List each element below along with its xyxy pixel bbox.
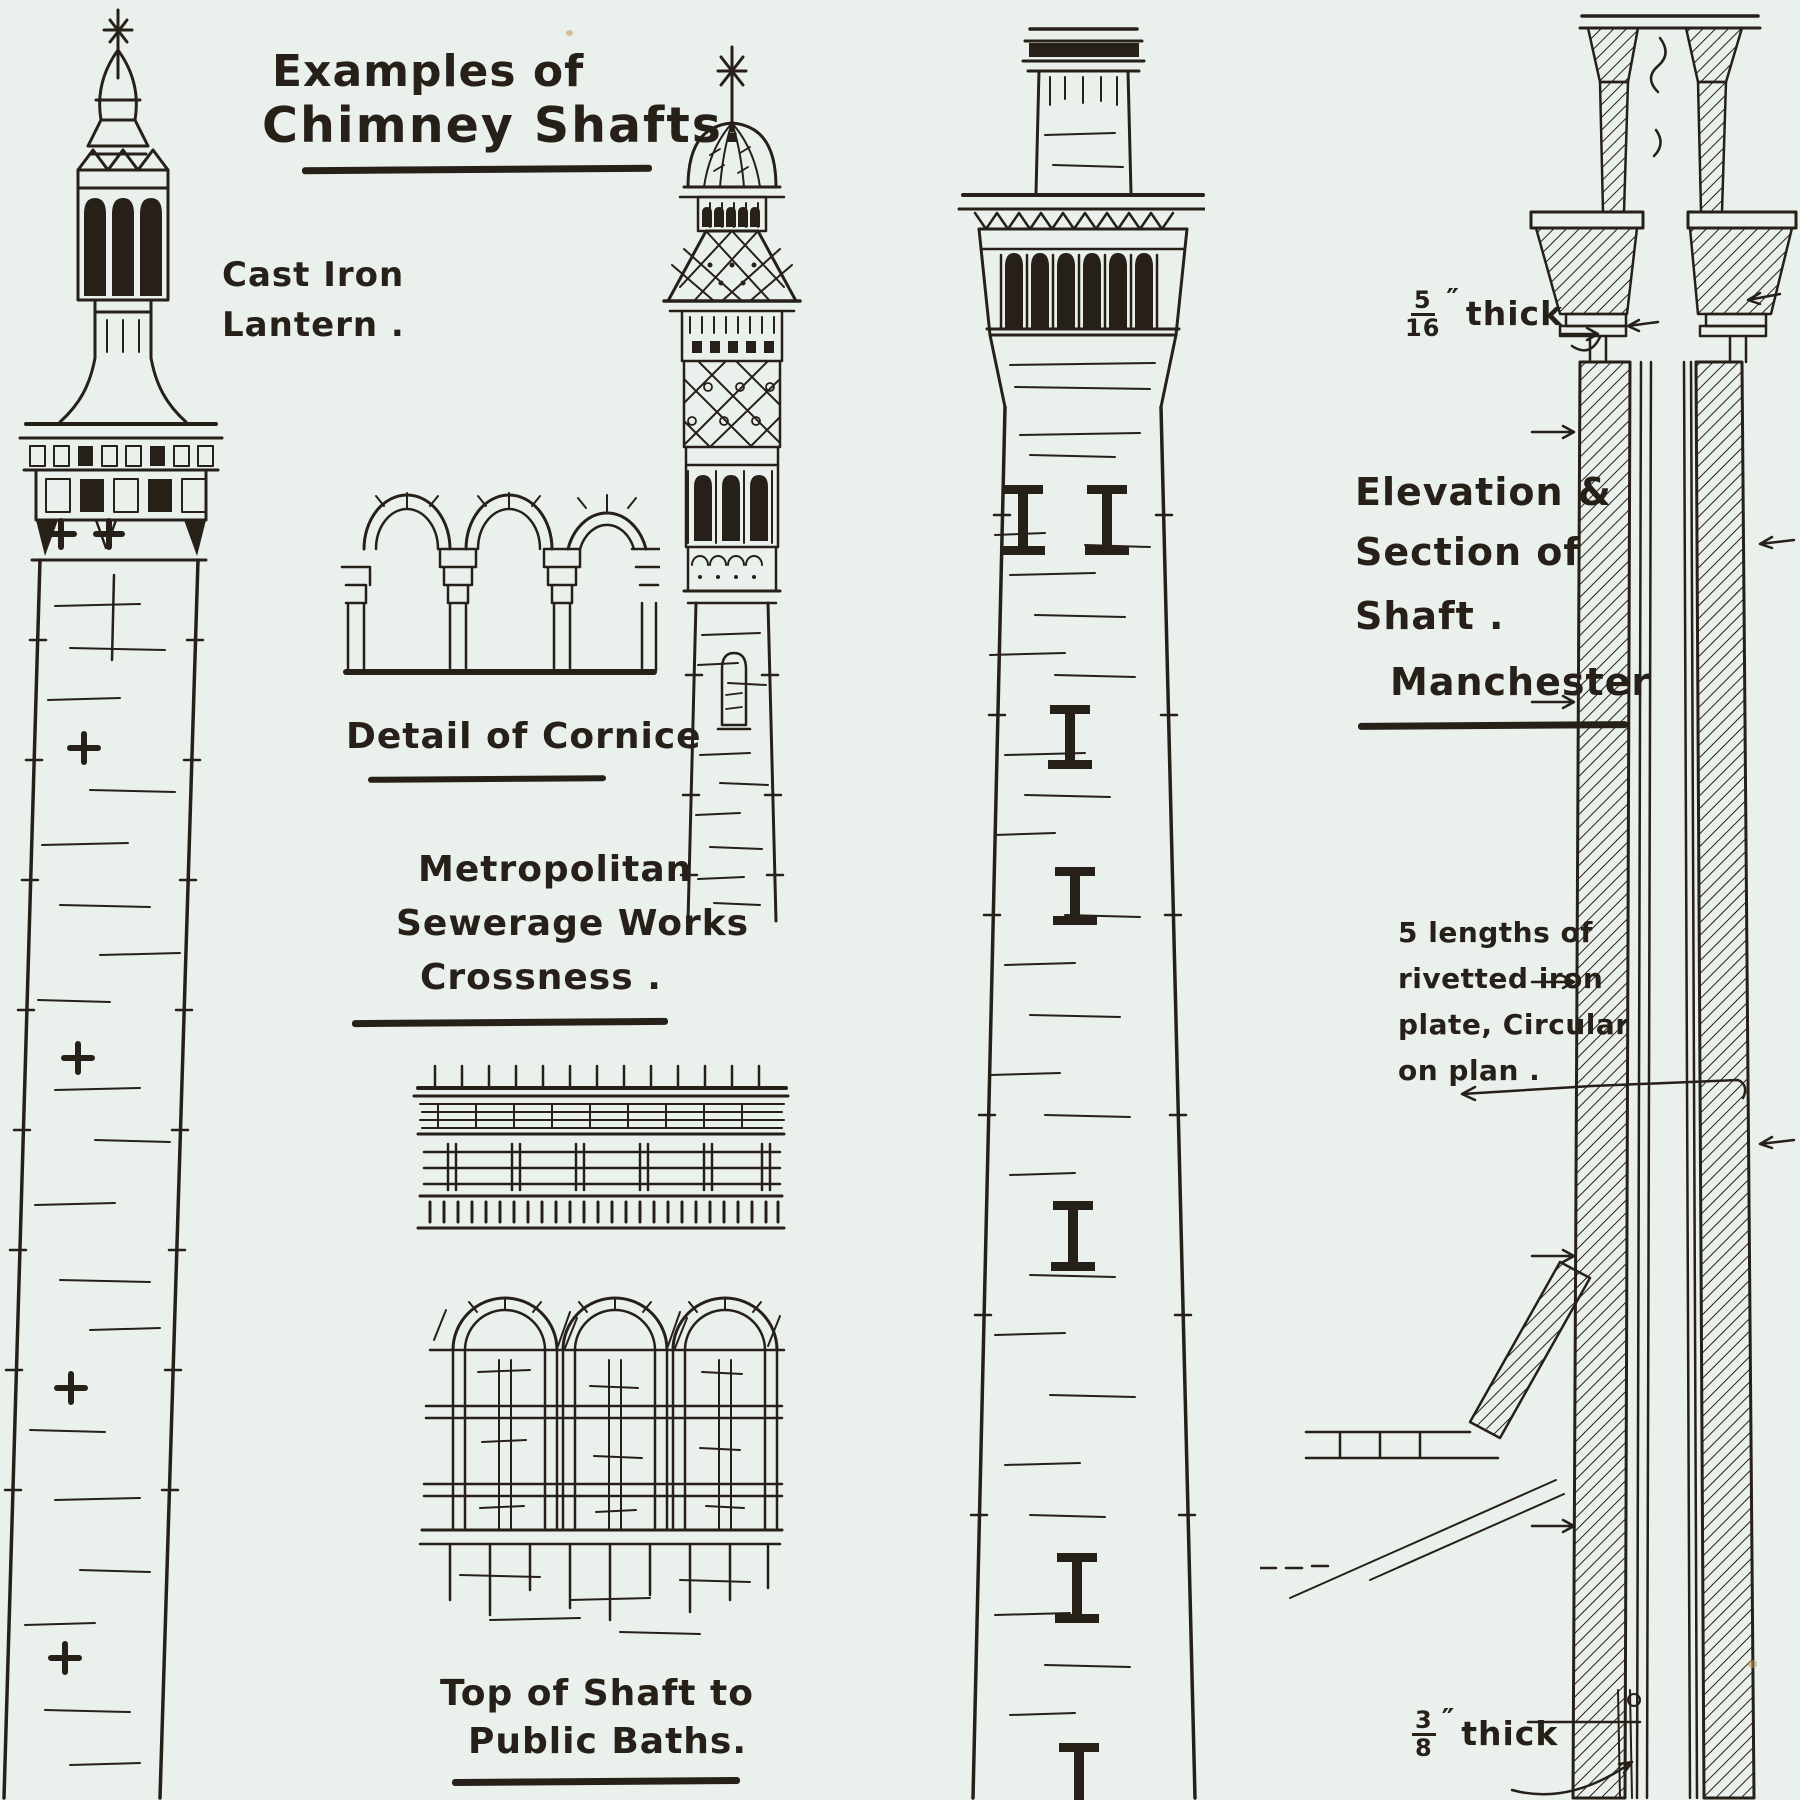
label-line: Crossness .: [420, 957, 662, 998]
label-line: Manchester: [1390, 660, 1652, 704]
label-underline: [451, 1776, 741, 1787]
cornice-detail-figure: [340, 492, 660, 675]
label-line: Cast Iron: [222, 255, 405, 295]
label-line: Shaft .: [1355, 594, 1505, 638]
fraction-numerator: 3: [1412, 1707, 1436, 1737]
label-line: Metropolitan: [418, 849, 693, 890]
riveted-plate-note: 5 lengths of rivetted iron plate, Circul…: [1398, 910, 1630, 1094]
label-line: thick: [1465, 294, 1564, 333]
inch-mark: ″: [1446, 282, 1460, 315]
cast-iron-lantern-label: Cast Iron Lantern .: [222, 250, 405, 350]
shaft-section-figure: [1260, 14, 1798, 1800]
fraction: 3 8: [1412, 1707, 1436, 1763]
label-line: Detail of Cornice: [346, 716, 702, 757]
fraction-denominator: 8: [1415, 1734, 1433, 1763]
label-line: 5 lengths of: [1398, 916, 1593, 949]
label-line: Top of Shaft to: [440, 1673, 754, 1714]
crossness-campanile-figure: [662, 45, 802, 923]
label-line: rivetted iron: [1398, 962, 1604, 995]
elevation-section-label: Elevation & Section of Shaft .: [1355, 462, 1612, 646]
label-line: Lantern .: [222, 305, 405, 345]
label-line: Section of: [1355, 530, 1581, 574]
public-baths-label: Top of Shaft to Public Baths.: [440, 1670, 754, 1787]
crossness-label: Metropolitan Sewerage Works Crossness .: [351, 843, 750, 1028]
title-line-1: Examples of: [272, 46, 585, 97]
rivet-band-markers: [1001, 485, 1129, 1800]
inch-mark: ″: [1441, 1702, 1456, 1735]
manchester-chimney-figure: [957, 27, 1205, 1800]
label-underline: [351, 1017, 669, 1028]
paper-speck: [1748, 1660, 1757, 1668]
fraction-numerator: 5: [1410, 287, 1435, 317]
cornice-detail-label: Detail of Cornice: [346, 710, 702, 783]
label-underline: [367, 775, 607, 783]
lower-thickness-note: 3 8 ″ thick: [1412, 1702, 1559, 1763]
paper-speck: [566, 30, 573, 36]
label-line: thick: [1461, 1714, 1559, 1753]
public-baths-top-figure: [412, 1064, 790, 1635]
title-line-2: Chimney Shafts.: [262, 97, 744, 154]
label-line: plate, Circular: [1398, 1008, 1630, 1041]
upper-thickness-note: 5 16 ″ thick: [1405, 282, 1564, 343]
lantern-chimney-figure: [2, 8, 224, 1800]
title-underline: [301, 164, 653, 175]
label-line: Sewerage Works: [396, 903, 750, 944]
fraction-denominator: 16: [1405, 314, 1441, 343]
page-title: Examples of Chimney Shafts.: [262, 46, 744, 175]
label-line: on plan .: [1398, 1054, 1541, 1087]
label-line: Elevation &: [1355, 470, 1612, 514]
label-line: Public Baths.: [468, 1721, 748, 1762]
label-underline: [1357, 721, 1629, 730]
fraction: 5 16: [1405, 287, 1441, 343]
manchester-label: Manchester: [1357, 652, 1652, 730]
